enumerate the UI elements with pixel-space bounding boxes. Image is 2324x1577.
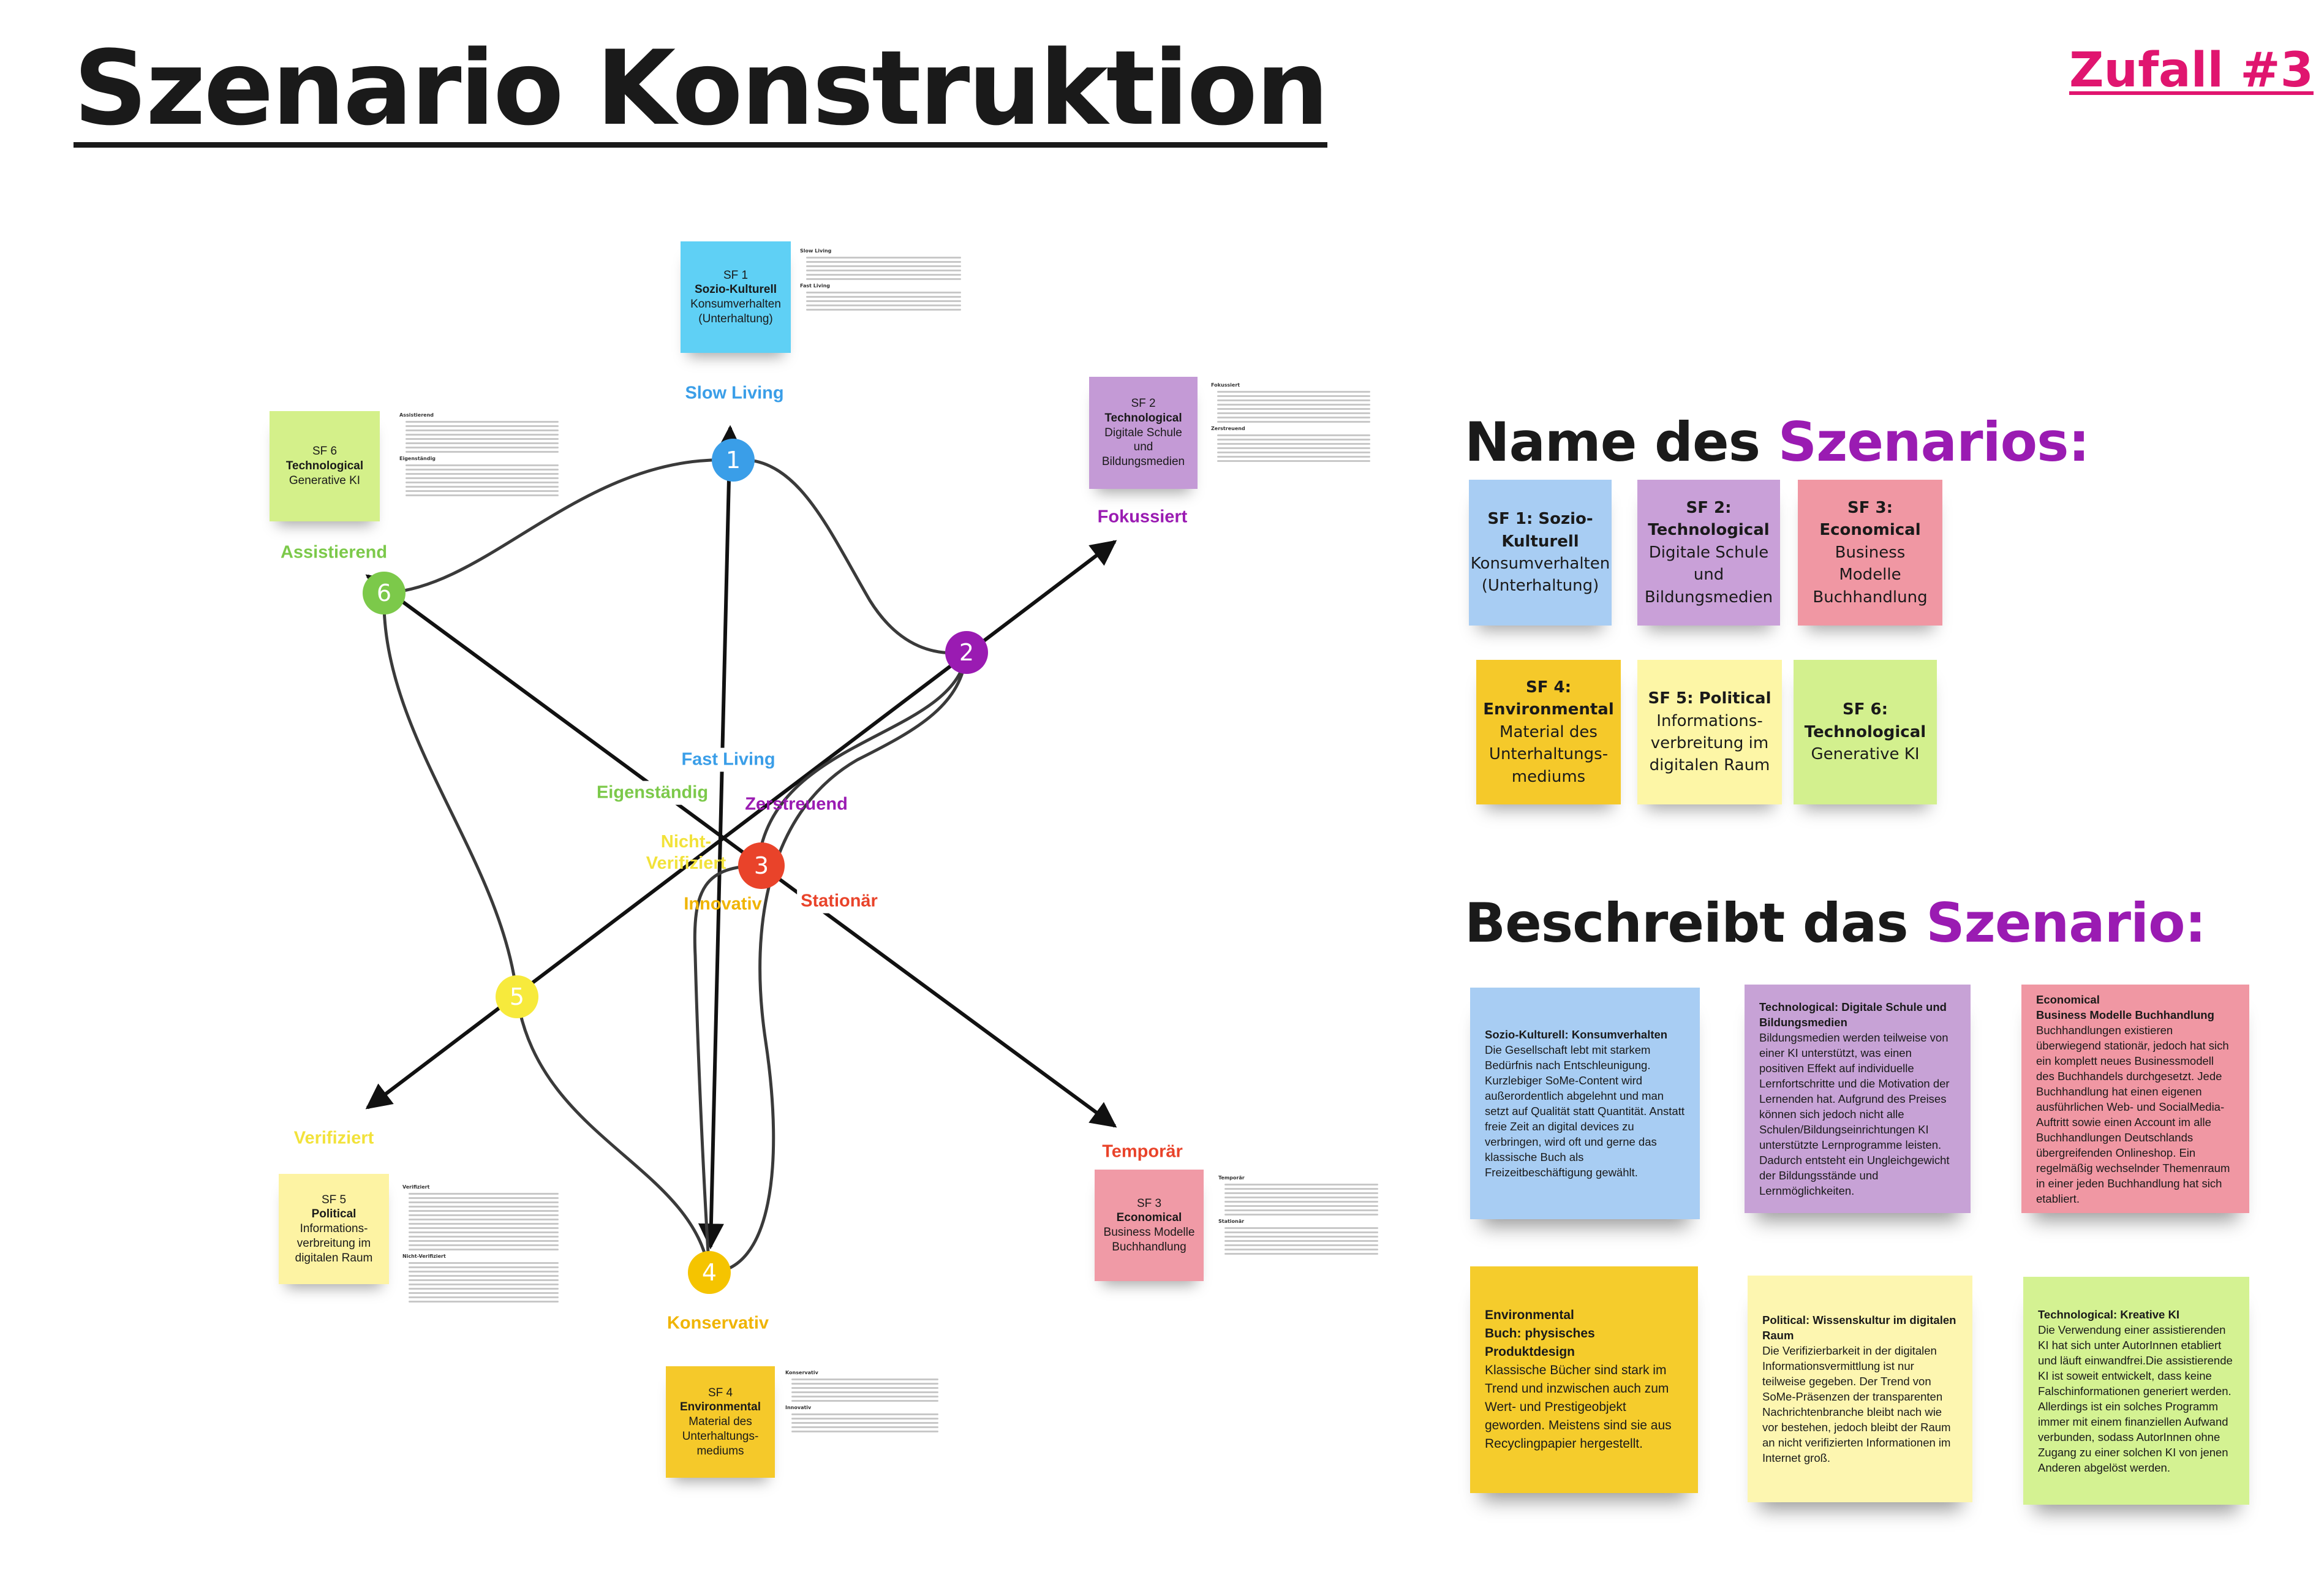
factor-note-sf1[interactable]: SF 1 Sozio-Kulturell Konsumverhalten (Un… bbox=[681, 241, 791, 353]
factor-text-block-sf1: Slow Living Fast Living bbox=[800, 246, 961, 358]
page-title: Szenario Konstruktion bbox=[74, 28, 1329, 148]
factor-category: Sozio-Kulturell bbox=[694, 283, 777, 297]
factor-text-block-sf3: Temporär Stationär bbox=[1218, 1173, 1378, 1334]
node-5[interactable]: 5 bbox=[496, 975, 538, 1018]
curve-5-4 bbox=[515, 996, 711, 1273]
factor-category: Technological bbox=[1104, 411, 1182, 425]
label-verifiziert: Verifiziert bbox=[290, 1126, 378, 1151]
label-nicht-verifiziert: Nicht- Verifiziert bbox=[646, 832, 726, 873]
factor-id: SF 6 bbox=[312, 445, 338, 458]
curve-6-1 bbox=[383, 458, 734, 595]
factor-topic: Business Modelle Buchhandlung bbox=[1103, 1226, 1195, 1254]
factor-category: Technological bbox=[285, 459, 364, 473]
factor-category: Political bbox=[311, 1208, 357, 1221]
factor-id: SF 1 bbox=[723, 268, 749, 282]
curve-5-6 bbox=[382, 592, 519, 997]
factor-id: SF 5 bbox=[321, 1193, 347, 1206]
factor-note-sf6[interactable]: SF 6 Technological Generative KI bbox=[270, 411, 380, 521]
node-3[interactable]: 3 bbox=[738, 842, 785, 889]
factor-topic: Konsumverhalten (Unterhaltung) bbox=[690, 298, 781, 325]
curve-1-2 bbox=[733, 458, 967, 655]
factor-text-block-sf5: Verifiziert Nicht-Verifiziert bbox=[402, 1182, 559, 1431]
factor-id: SF 2 bbox=[1131, 397, 1156, 410]
node-2[interactable]: 2 bbox=[945, 631, 988, 674]
label-slow-living: Slow Living bbox=[681, 381, 788, 406]
label-fast-living: Fast Living bbox=[677, 747, 779, 772]
label-fokussiert: Fokussiert bbox=[1093, 505, 1191, 529]
factor-topic: Material des Unterhaltungs-mediums bbox=[682, 1415, 759, 1458]
description-note-environmental[interactable]: Environmental Buch: physisches Produktde… bbox=[1470, 1266, 1698, 1493]
curve-2-3 bbox=[760, 652, 968, 846]
factor-text-block-sf2: Fokussiert Zerstreuend bbox=[1211, 380, 1370, 537]
curve-3-4 bbox=[693, 864, 762, 1273]
axis-line-sf5-sf2 bbox=[365, 540, 1117, 1110]
name-section-heading: Name des Szenarios: bbox=[1465, 410, 2090, 474]
factor-text-block-sf4: Konservativ Innovativ bbox=[785, 1367, 938, 1490]
describe-section-heading: Beschreibt das Szenario: bbox=[1465, 891, 2206, 955]
factor-id: SF 4 bbox=[707, 1386, 733, 1399]
factor-topic: Digitale Schule und Bildungsmedien bbox=[1101, 426, 1185, 469]
random-tag-link[interactable]: Zufall #3 bbox=[2069, 43, 2314, 98]
factor-category: Environmental bbox=[680, 1401, 761, 1414]
factor-note-sf4[interactable]: SF 4 Environmental Material des Unterhal… bbox=[666, 1366, 775, 1478]
factor-category: Economical bbox=[1116, 1211, 1182, 1225]
label-konservativ: Konservativ bbox=[663, 1311, 773, 1336]
axis-line-sf6-sf3 bbox=[365, 574, 1117, 1128]
label-temporaer: Temporär bbox=[1098, 1140, 1187, 1164]
factor-topic: Informations-verbreitung im digitalen Ra… bbox=[295, 1222, 373, 1265]
factor-topic: Generative KI bbox=[289, 474, 361, 487]
node-1[interactable]: 1 bbox=[712, 439, 755, 482]
label-innovativ: Innovativ bbox=[684, 894, 762, 914]
factor-note-sf2[interactable]: SF 2 Technological Digitale Schule und B… bbox=[1089, 377, 1198, 489]
factor-note-sf3[interactable]: SF 3 Economical Business Modelle Buchhan… bbox=[1095, 1170, 1204, 1281]
factor-id: SF 3 bbox=[1136, 1197, 1162, 1210]
label-zerstreuend: Zerstreuend bbox=[745, 794, 848, 814]
node-4[interactable]: 4 bbox=[688, 1251, 731, 1294]
factor-note-sf5[interactable]: SF 5 Political Informations-verbreitung … bbox=[279, 1174, 389, 1284]
node-6[interactable]: 6 bbox=[363, 572, 406, 615]
curve-4-2 bbox=[709, 652, 968, 1274]
label-stationaer: Stationär bbox=[797, 889, 881, 913]
factor-text-block-sf6: Assistierend Eigenständig bbox=[399, 410, 559, 581]
description-note-technological-schule[interactable]: Technological: Digitale Schule und Bildu… bbox=[1745, 985, 1971, 1213]
description-note-economical[interactable]: Economical Business Modelle Buchhandlung… bbox=[2021, 985, 2249, 1213]
description-note-political[interactable]: Political: Wissenskultur im digitalen Ra… bbox=[1748, 1276, 1972, 1502]
label-assistierend: Assistierend bbox=[276, 540, 391, 565]
label-eigenstaendig: Eigenständig bbox=[592, 781, 712, 805]
